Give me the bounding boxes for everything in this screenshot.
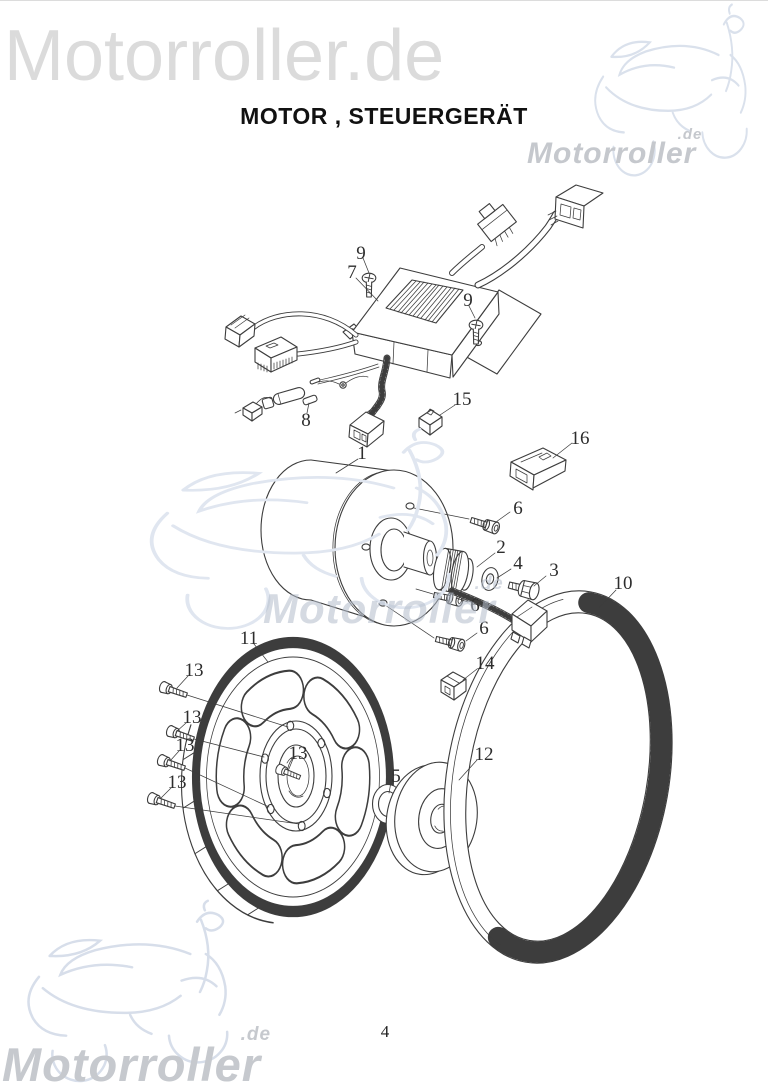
relay-block xyxy=(418,408,443,436)
callout-3: 3 xyxy=(549,560,559,581)
leader-lines xyxy=(160,257,617,799)
callout-13-center: 13 xyxy=(289,743,308,764)
callout-13-b: 13 xyxy=(183,707,202,728)
spacer-block xyxy=(440,671,467,701)
callout-4: 4 xyxy=(513,553,523,574)
plug-connector-2 xyxy=(348,411,385,448)
callout-6-b: 6 xyxy=(470,595,480,616)
callout-13-c: 13 xyxy=(176,735,195,756)
callout-16: 16 xyxy=(571,428,590,449)
connector-large xyxy=(547,184,604,229)
brand-text: Motorroller xyxy=(263,585,496,632)
brand-text: Motorroller xyxy=(2,1038,262,1087)
callout-7: 7 xyxy=(347,262,357,283)
drive-wheel xyxy=(180,636,395,924)
washer xyxy=(481,567,499,591)
callout-14: 14 xyxy=(476,653,496,674)
callout-labels: 9 7 9 8 15 16 1 6 2 4 3 10 6 6 14 11 13 … xyxy=(168,243,633,793)
callout-11: 11 xyxy=(240,628,258,649)
page-title: MOTOR , STEUERGERÄT xyxy=(240,103,528,129)
brand-text: Motorroller xyxy=(527,137,697,170)
brand-suffix: .de xyxy=(677,126,703,143)
callout-2: 2 xyxy=(496,537,506,558)
fuse-assembly xyxy=(234,375,369,422)
brand-suffix: .de xyxy=(240,1024,272,1045)
brand-suffix: .de xyxy=(474,573,504,593)
callout-8: 8 xyxy=(301,410,311,431)
callout-9-right: 9 xyxy=(463,290,473,311)
watermark-brand-bottom: Motorroller.de xyxy=(2,1024,270,1087)
control-unit xyxy=(342,267,542,379)
callout-9-top: 9 xyxy=(356,243,366,264)
drive-belt xyxy=(443,590,673,964)
callout-15: 15 xyxy=(453,389,472,410)
callout-6-c: 6 xyxy=(479,618,489,639)
flange-bolt xyxy=(507,580,540,601)
mount-bracket xyxy=(448,587,548,649)
watermark-brand-middle: Motorroller.de xyxy=(263,573,503,633)
connector-small xyxy=(477,202,517,247)
callout-13-a: 13 xyxy=(185,660,204,681)
multipin-connector xyxy=(254,336,298,373)
page-number: 4 xyxy=(380,1022,390,1041)
watermark-brand-top-right: Motorroller.de xyxy=(527,126,701,171)
callout-5: 5 xyxy=(391,766,401,787)
watermark-motorroller-de: Motorroller.de xyxy=(4,16,445,96)
plug-connector xyxy=(224,314,256,348)
callout-6-a: 6 xyxy=(513,498,523,519)
connector-16 xyxy=(509,447,567,491)
callout-1: 1 xyxy=(357,443,367,464)
callout-13-d: 13 xyxy=(168,772,187,793)
callout-10: 10 xyxy=(614,573,633,594)
callout-12: 12 xyxy=(475,744,494,765)
